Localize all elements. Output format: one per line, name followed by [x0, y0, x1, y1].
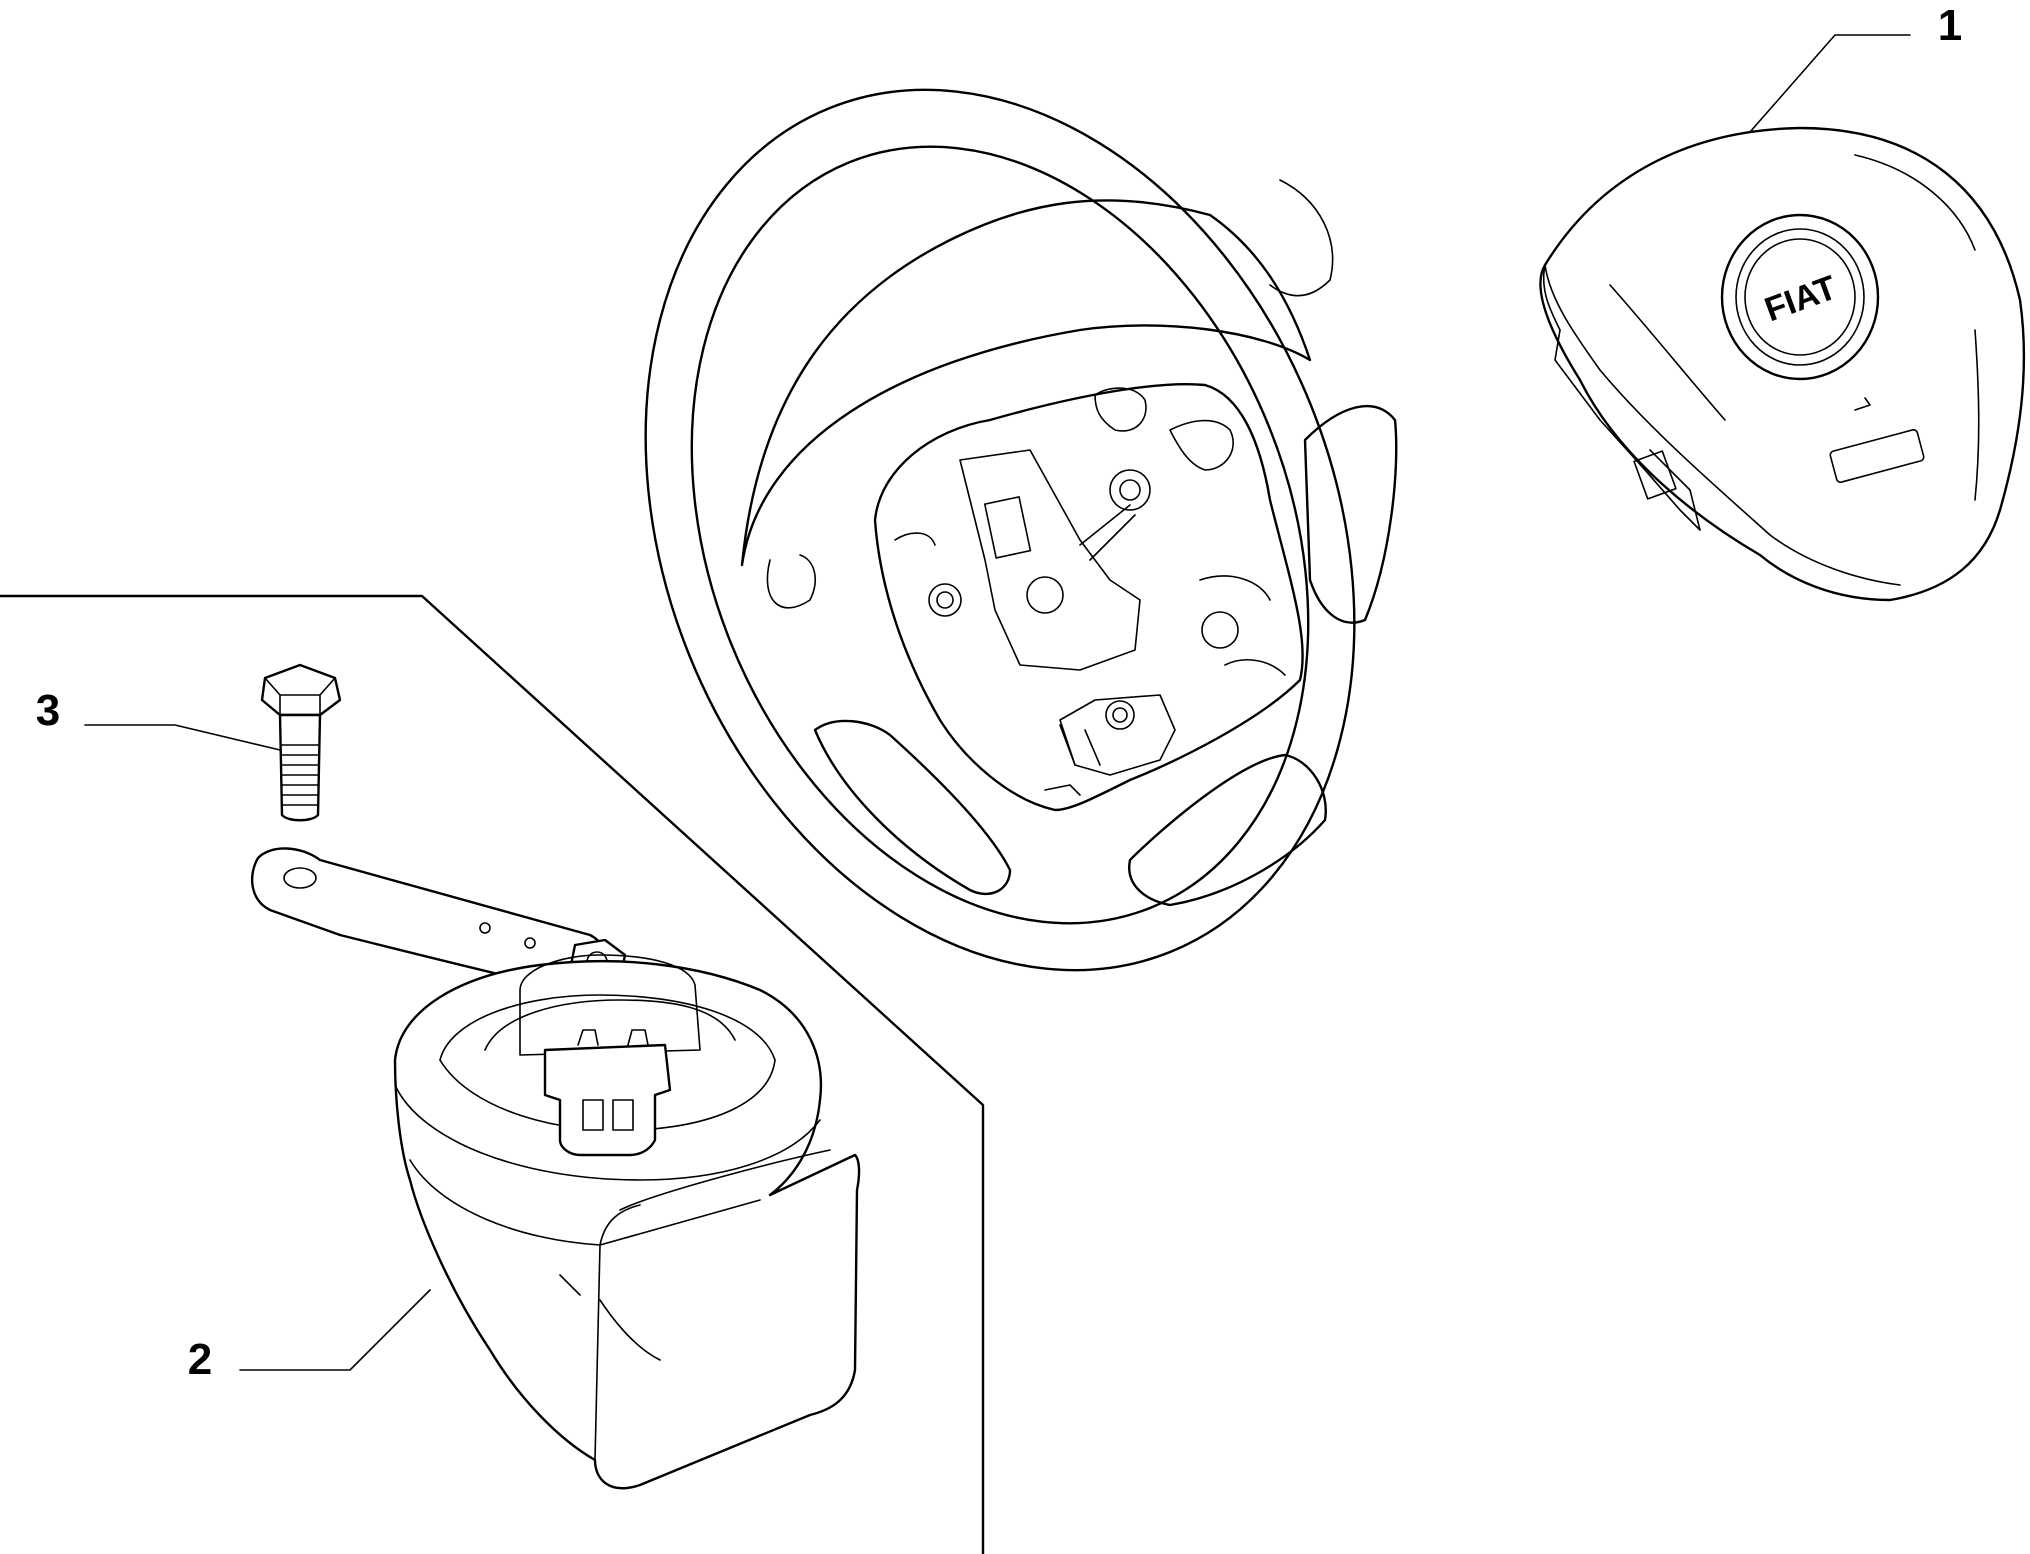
callout-1: 1 — [1749, 1, 1962, 133]
horn-assembly[interactable] — [251, 847, 861, 1490]
section-divider-line — [0, 594, 985, 1554]
callout-label-1: 1 — [1938, 1, 1962, 50]
fiat-logo: FIAT — [1720, 213, 1880, 381]
steering-wheel[interactable] — [519, 0, 1481, 1077]
callout-label-2: 2 — [188, 1335, 212, 1384]
callout-2: 2 — [188, 1289, 431, 1384]
bolt[interactable] — [260, 663, 342, 822]
callout-label-3: 3 — [36, 686, 60, 735]
callout-3: 3 — [36, 686, 281, 751]
